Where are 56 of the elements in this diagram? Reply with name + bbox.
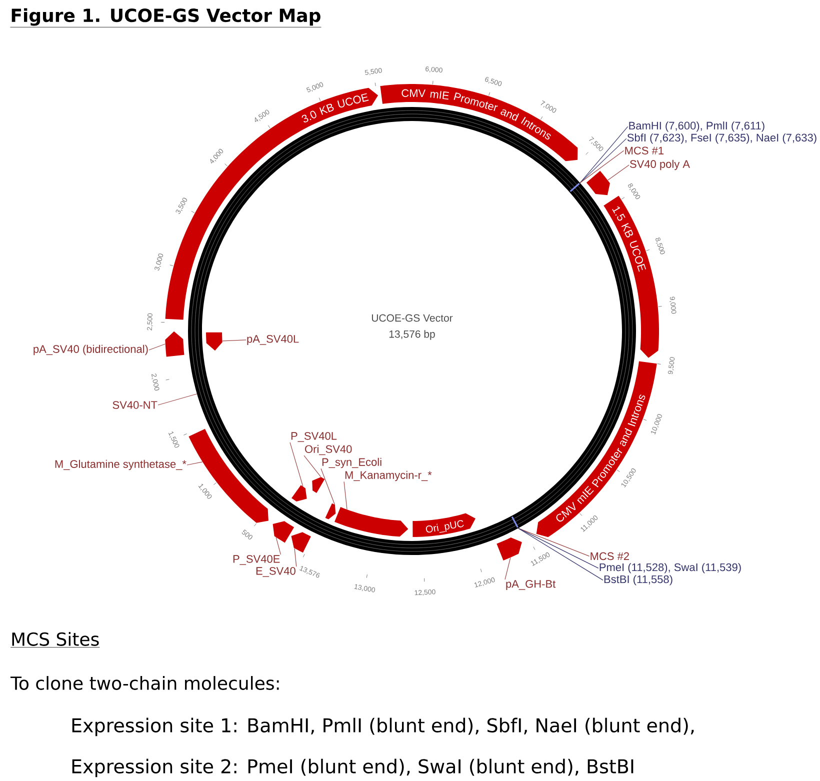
leader-line <box>580 150 624 184</box>
feature-label: SV40-NT <box>112 401 158 409</box>
feature-label: pA_GH-Bt <box>506 580 556 590</box>
leader-line <box>344 481 348 510</box>
site-label: BamHI (7,600), PmlI (7,611) <box>629 121 764 132</box>
feature-block <box>312 476 325 493</box>
feature-block <box>272 521 294 543</box>
site-label: BstBI (11,558) <box>604 575 672 586</box>
feature-label: P_SV40L <box>291 432 337 442</box>
leader-line <box>186 462 203 466</box>
feature-block <box>188 428 268 523</box>
leader-line <box>304 455 321 477</box>
figure-title: Figure 1. UCOE-GS Vector Map <box>10 8 322 28</box>
leader-line <box>518 528 604 580</box>
feature-label: pA_SV40L <box>247 335 299 345</box>
feature-block <box>586 170 610 196</box>
feature-label: SV40 poly A <box>630 160 690 170</box>
feature-label: M_Glutamine synthetase_* <box>55 460 186 470</box>
leader-line <box>518 528 599 568</box>
feature-label: M_Kanamycin-r_* <box>345 470 432 482</box>
feature-label: E_SV40 <box>256 567 296 577</box>
feature-block: Ori_pUC <box>412 513 476 537</box>
feature-block <box>496 538 522 560</box>
leader-line <box>504 557 511 580</box>
leader-line <box>580 126 628 183</box>
feature-label: MCS #2 <box>590 552 629 560</box>
feature-label: MCS #1 <box>625 146 664 154</box>
leader-line <box>158 394 198 406</box>
body-text: Expression site 2: PmeI (blunt end), SwaI (blunt end), BstBI <box>72 758 634 778</box>
feature-label: P_SV40E <box>233 555 280 565</box>
section-heading: MCS Sites <box>10 632 100 648</box>
leader-line <box>148 344 166 350</box>
feature-label: pA_SV40 (bidirectional) <box>34 344 148 356</box>
leader-line <box>320 468 335 505</box>
feature-label: P_syn_Ecoli <box>322 458 382 468</box>
leader-line <box>294 548 297 567</box>
site-label: PmeI (11,528), SwaI (11,539) <box>600 563 741 574</box>
feature-label: Ori_SV40 <box>305 444 352 456</box>
leader-line <box>290 442 304 487</box>
leader-line <box>222 340 246 342</box>
site-mark <box>570 182 580 192</box>
body-text: To clone two-chain molecules: <box>10 676 279 690</box>
feature-block <box>292 485 307 502</box>
feature-block <box>325 503 336 520</box>
leader-line <box>518 528 590 556</box>
leader-line <box>276 537 281 555</box>
feature-block <box>165 331 184 357</box>
leader-line <box>580 138 627 183</box>
feature-block <box>334 507 408 537</box>
plasmid-size: 13,576 bp <box>389 330 435 340</box>
site-label: SbfI (7,623), FseI (7,635), NaeI (7,633) <box>627 133 816 144</box>
leader-line <box>608 164 630 180</box>
feature-block <box>206 332 222 351</box>
feature-block <box>291 532 311 553</box>
site-mark <box>511 516 518 528</box>
body-text: Expression site 1: BamHI, PmlI (blunt end), SbfI, NaeI (blunt end), <box>72 718 694 736</box>
